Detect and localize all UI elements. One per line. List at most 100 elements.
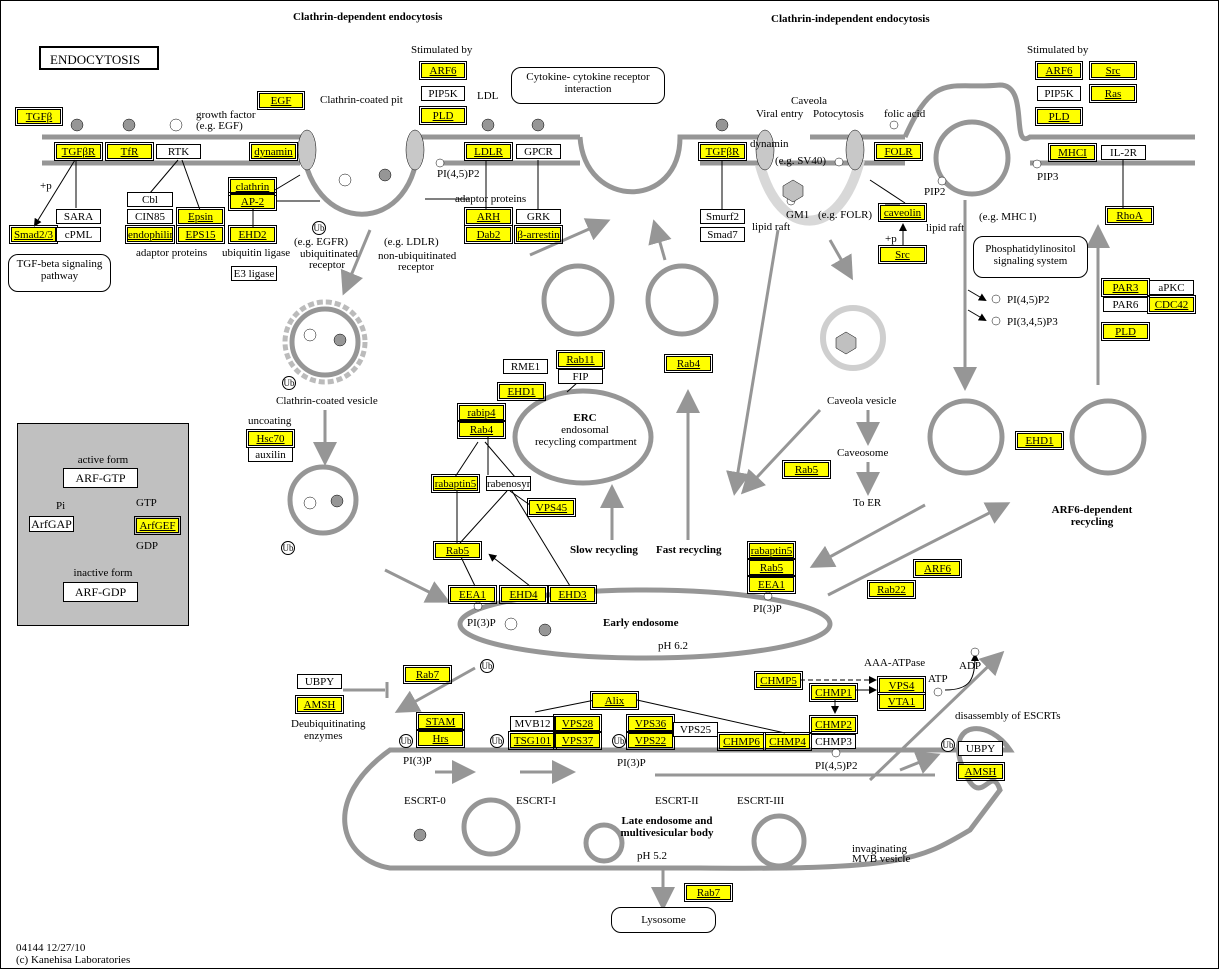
gene-eps15[interactable]: EPS15 (176, 225, 225, 244)
link-lysosome-pathway[interactable]: Lysosome (611, 907, 716, 933)
gene-smad7[interactable]: Smad7 (700, 227, 745, 242)
gene-barrestin[interactable]: β-arrestin (514, 225, 563, 244)
gene-sara[interactable]: SARA (56, 209, 101, 224)
gene-rab4-1[interactable]: Rab4 (457, 420, 506, 439)
gene-tsg101[interactable]: TSG101 (508, 731, 557, 750)
gene-alix[interactable]: Alix (590, 691, 639, 710)
gene-caveolin[interactable]: caveolin (878, 203, 927, 222)
gene-epsin[interactable]: Epsin (176, 207, 225, 226)
gene-pip5k-2[interactable]: PIP5K (1037, 86, 1081, 101)
gene-rabenosyn5[interactable]: rabenosyn5 (486, 476, 531, 491)
gene-auxilin[interactable]: auxilin (248, 447, 293, 462)
gene-endophilin[interactable]: endophilin (125, 225, 175, 244)
gene-pld-2[interactable]: PLD (1035, 107, 1083, 126)
gene-rab7-1[interactable]: Rab7 (403, 665, 452, 684)
gene-ehd2[interactable]: EHD2 (228, 225, 277, 244)
link-tgf-beta-pathway[interactable]: TGF-beta signaling pathway (8, 254, 111, 292)
gene-tgfbr-1[interactable]: TGFβR (54, 142, 103, 161)
gene-tgfb[interactable]: TGFβ (15, 107, 63, 126)
gene-tgfbr-2[interactable]: TGFβR (698, 142, 747, 161)
gene-folr[interactable]: FOLR (874, 142, 923, 161)
gene-cbl[interactable]: Cbl (127, 192, 173, 207)
gene-apkc[interactable]: aPKC (1149, 280, 1194, 295)
gene-rab5-2[interactable]: Rab5 (782, 460, 831, 479)
gene-ehd1-1[interactable]: EHD1 (497, 382, 546, 401)
gene-ras[interactable]: Ras (1089, 84, 1137, 103)
gene-clathrin[interactable]: clathrin (228, 177, 277, 196)
gene-dynamin[interactable]: dynamin (249, 142, 298, 161)
gene-pld-3[interactable]: PLD (1101, 322, 1150, 341)
gene-par3[interactable]: PAR3 (1101, 278, 1150, 297)
gene-src-2[interactable]: Src (1089, 61, 1137, 80)
gene-arfgef[interactable]: ArfGEF (134, 516, 181, 535)
gene-smurf2[interactable]: Smurf2 (700, 209, 745, 224)
gene-hsc70[interactable]: Hsc70 (246, 429, 295, 448)
gene-chmp1[interactable]: CHMP1 (809, 683, 858, 702)
gene-chmp6[interactable]: CHMP6 (717, 732, 766, 751)
gene-smad23[interactable]: Smad2/3 (9, 225, 58, 244)
gene-ubpy-1[interactable]: UBPY (297, 674, 342, 689)
gene-e3ligase[interactable]: E3 ligase (231, 266, 277, 281)
gene-tfr[interactable]: TfR (105, 142, 154, 161)
gene-rme1[interactable]: RME1 (503, 359, 548, 374)
gene-rab5-1[interactable]: Rab5 (433, 541, 482, 560)
gene-cpml[interactable]: cPML (56, 227, 101, 242)
gene-rabaptin5-2[interactable]: rabaptin5 (747, 541, 796, 560)
gene-vps37[interactable]: VPS37 (553, 731, 602, 750)
gene-vps25[interactable]: VPS25 (673, 722, 718, 737)
gene-ehd4[interactable]: EHD4 (499, 585, 548, 604)
gene-ehd1-2[interactable]: EHD1 (1015, 431, 1064, 450)
gene-ldlr[interactable]: LDLR (464, 142, 513, 161)
gene-rtk[interactable]: RTK (156, 144, 201, 159)
link-cytokine-pathway[interactable]: Cytokine- cytokine receptor interaction (511, 67, 665, 104)
gene-rabaptin5-1[interactable]: rabaptin5 (431, 474, 480, 493)
gene-amsh-1[interactable]: AMSH (295, 695, 344, 714)
gene-rab11[interactable]: Rab11 (556, 350, 605, 369)
link-phosphatidylinositol-pathway[interactable]: Phosphatidylinositol signaling system (973, 236, 1088, 278)
gene-rhoa[interactable]: RhoA (1105, 206, 1154, 225)
gene-stam[interactable]: STAM (416, 712, 465, 731)
pathway-title[interactable]: ENDOCYTOSIS (39, 46, 159, 70)
gene-arf6-3[interactable]: ARF6 (913, 559, 962, 578)
arf-gdp-box[interactable]: ARF-GDP (63, 582, 138, 602)
gene-arfgap[interactable]: ArfGAP (29, 516, 74, 532)
gene-pip5k-1[interactable]: PIP5K (421, 86, 465, 101)
gene-il2r[interactable]: IL-2R (1101, 145, 1146, 160)
gene-chmp5[interactable]: CHMP5 (754, 671, 803, 690)
gene-rabip4[interactable]: rabip4 (457, 403, 506, 422)
arf-gtp-box[interactable]: ARF-GTP (63, 468, 138, 488)
gene-mhci[interactable]: MHCI (1048, 143, 1097, 162)
gene-ubpy-2[interactable]: UBPY (958, 741, 1003, 756)
gene-hrs[interactable]: Hrs (416, 729, 465, 748)
gene-pld-1[interactable]: PLD (419, 106, 467, 125)
gene-cdc42[interactable]: CDC42 (1147, 295, 1196, 314)
gene-eea1-2[interactable]: EEA1 (747, 575, 796, 594)
gene-par6[interactable]: PAR6 (1103, 297, 1148, 312)
gene-rab7-2[interactable]: Rab7 (684, 883, 733, 902)
gene-chmp3[interactable]: CHMP3 (811, 734, 856, 749)
gene-arf6-1[interactable]: ARF6 (419, 61, 467, 80)
gene-chmp4[interactable]: CHMP4 (763, 732, 812, 751)
gene-arf6-2[interactable]: ARF6 (1035, 61, 1083, 80)
gene-ehd3[interactable]: EHD3 (548, 585, 597, 604)
gene-egf[interactable]: EGF (257, 91, 305, 110)
gene-rab22[interactable]: Rab22 (867, 580, 916, 599)
gene-mvb12[interactable]: MVB12 (510, 716, 555, 731)
gene-fip[interactable]: FIP (558, 369, 603, 384)
gene-vps28[interactable]: VPS28 (553, 714, 602, 733)
gene-cin85[interactable]: CIN85 (127, 209, 173, 224)
gene-arh[interactable]: ARH (464, 207, 513, 226)
gene-eea1-1[interactable]: EEA1 (448, 585, 497, 604)
gene-rab5-3[interactable]: Rab5 (747, 558, 796, 577)
gene-grk[interactable]: GRK (516, 209, 561, 224)
gene-amsh-2[interactable]: AMSH (956, 762, 1005, 781)
gene-vta1[interactable]: VTA1 (877, 692, 926, 711)
gene-ap2[interactable]: AP-2 (228, 192, 277, 211)
gene-vps36[interactable]: VPS36 (626, 714, 675, 733)
gene-gpcr[interactable]: GPCR (516, 144, 561, 159)
gene-vps4[interactable]: VPS4 (877, 676, 926, 695)
gene-chmp2[interactable]: CHMP2 (809, 715, 858, 734)
gene-rab4-2[interactable]: Rab4 (664, 354, 713, 373)
gene-dab2[interactable]: Dab2 (464, 225, 513, 244)
gene-vps22[interactable]: VPS22 (626, 731, 675, 750)
